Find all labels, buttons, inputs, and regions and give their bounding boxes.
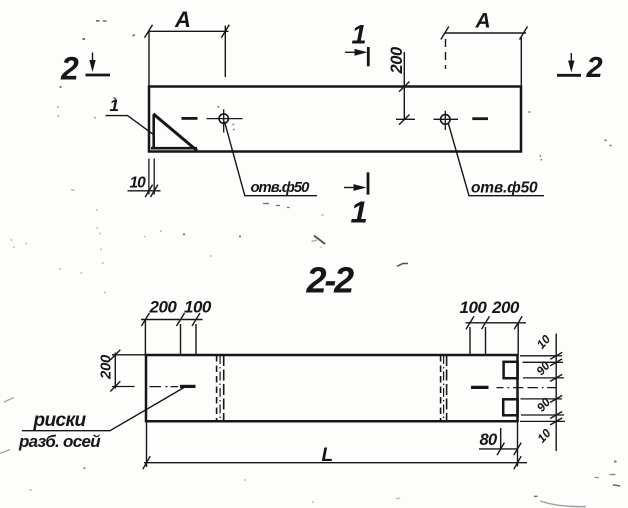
svg-text:2-2: 2-2 bbox=[306, 260, 355, 301]
svg-text:200: 200 bbox=[98, 354, 115, 380]
svg-text:отв.ф50: отв.ф50 bbox=[251, 180, 311, 196]
svg-text:L: L bbox=[322, 445, 334, 466]
svg-text:1: 1 bbox=[351, 195, 368, 230]
svg-text:риски: риски bbox=[33, 410, 87, 431]
svg-text:10: 10 bbox=[534, 426, 554, 446]
svg-text:80: 80 bbox=[480, 431, 498, 449]
svg-text:отв.ф50: отв.ф50 bbox=[471, 180, 538, 197]
svg-text:200: 200 bbox=[491, 298, 520, 317]
svg-text:А: А bbox=[475, 10, 491, 33]
svg-text:200: 200 bbox=[388, 46, 406, 75]
svg-text:2: 2 bbox=[60, 51, 79, 87]
svg-text:10: 10 bbox=[534, 332, 554, 352]
svg-text:1: 1 bbox=[110, 96, 119, 115]
svg-text:А: А bbox=[174, 7, 191, 32]
svg-text:разб. осей: разб. осей bbox=[18, 432, 101, 451]
svg-text:90: 90 bbox=[533, 358, 553, 378]
svg-text:100: 100 bbox=[184, 298, 212, 317]
svg-text:90: 90 bbox=[534, 395, 554, 415]
svg-text:2: 2 bbox=[586, 52, 603, 84]
svg-text:200: 200 bbox=[149, 298, 178, 317]
svg-text:1: 1 bbox=[352, 20, 367, 50]
svg-text:100: 100 bbox=[460, 298, 488, 317]
svg-text:10: 10 bbox=[130, 175, 147, 192]
